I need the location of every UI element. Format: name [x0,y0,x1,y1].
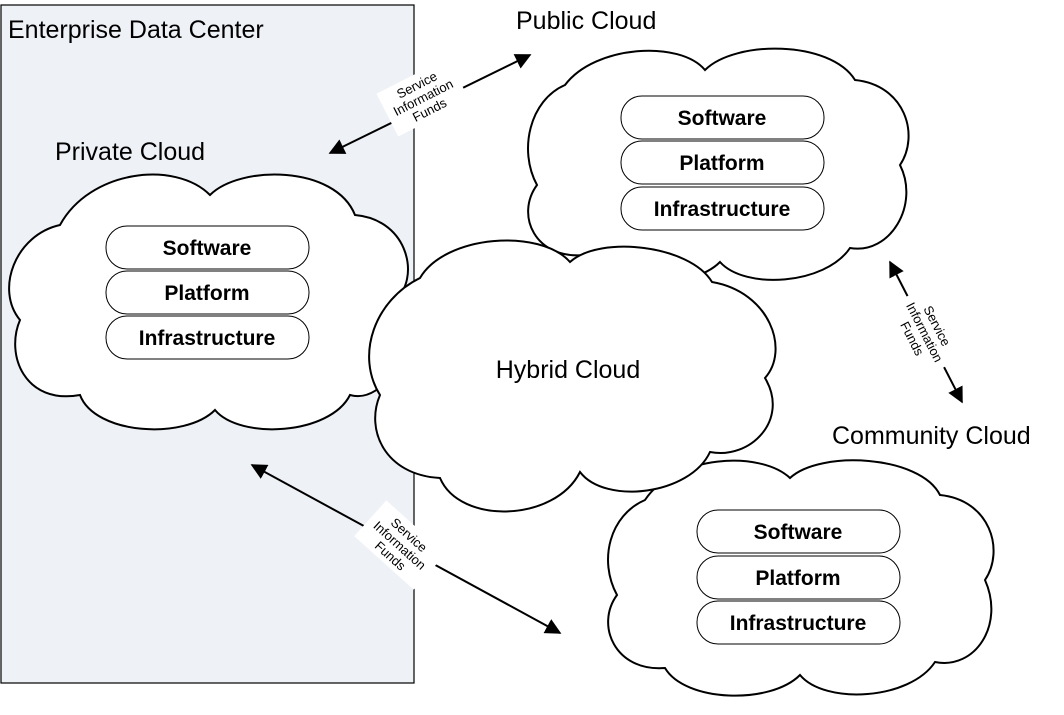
public-cloud-title: Public Cloud [516,7,656,35]
public-layer-infrastructure: Infrastructure [620,186,825,231]
private-cloud: Private Cloud Software Platform Infrastr… [8,138,409,431]
private-layer-software: Software [105,225,310,270]
svg-text:Software: Software [163,237,252,260]
hybrid-cloud: Hybrid Cloud [368,239,777,513]
public-layer-platform: Platform [620,140,825,185]
svg-text:Software: Software [754,521,843,544]
enterprise-data-center-title: Enterprise Data Center [8,16,264,44]
community-cloud: Community Cloud Software Platform Infras… [607,422,1031,697]
private-layer-platform: Platform [105,270,310,315]
svg-text:Software: Software [678,107,767,130]
private-cloud-title: Private Cloud [55,138,205,166]
private-layer-infrastructure: Infrastructure [105,315,310,360]
community-layer-software: Software [696,509,901,554]
svg-text:Platform: Platform [164,282,249,305]
svg-text:Platform: Platform [755,567,840,590]
public-layer-software: Software [620,95,825,140]
community-layer-platform: Platform [696,555,901,600]
svg-text:Infrastructure: Infrastructure [654,198,791,221]
svg-text:Platform: Platform [679,152,764,175]
flow-public-community: Service Information Funds [885,260,965,404]
svg-text:Infrastructure: Infrastructure [730,612,867,635]
community-layer-infrastructure: Infrastructure [696,600,901,645]
hybrid-cloud-title: Hybrid Cloud [496,356,641,384]
public-cloud: Public Cloud Software Platform Infrastru… [516,7,910,284]
hybrid-cloud-shape [368,239,777,513]
community-cloud-title: Community Cloud [832,422,1031,450]
svg-text:Infrastructure: Infrastructure [139,327,276,350]
